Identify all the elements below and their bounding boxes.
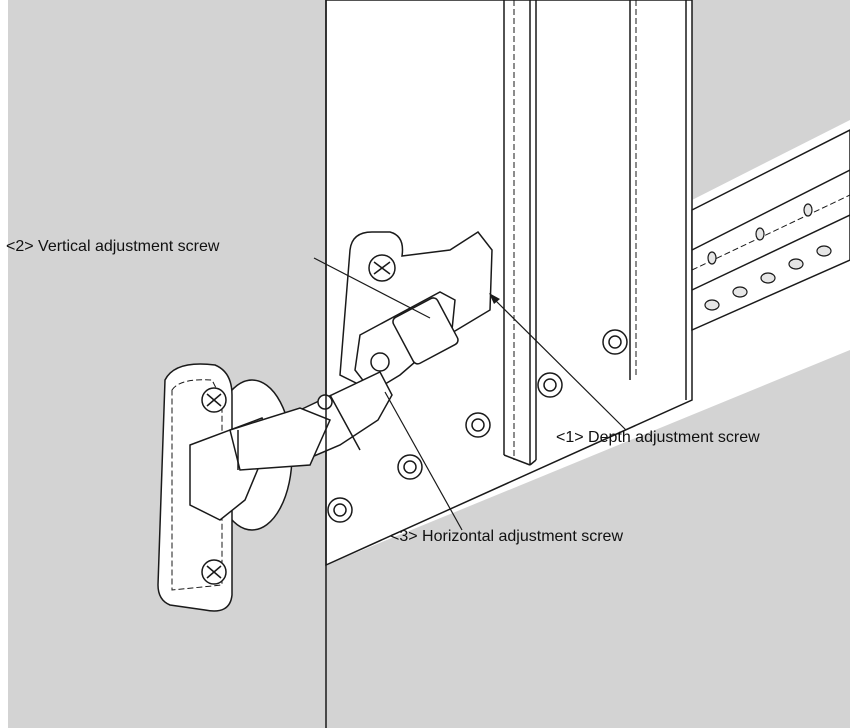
vertical-adjustment-screw-label: <2> Vertical adjustment screw — [6, 238, 220, 255]
horizontal-adjustment-screw-label: <3> Horizontal adjustment screw — [390, 528, 623, 545]
cabinet-frame-post — [503, 0, 687, 466]
depth-adjustment-screw-label: <1> Depth adjustment screw — [556, 429, 760, 446]
rail-slots — [704, 203, 832, 311]
depth-arrowhead — [489, 293, 500, 304]
shelf-rail — [691, 129, 850, 332]
hinge-door-plate — [157, 363, 332, 612]
right-back-panel — [692, 0, 850, 200]
cabinet-screws — [327, 329, 628, 523]
cabinet-floor-panel — [326, 350, 850, 728]
left-door-panel — [8, 0, 326, 728]
leader-lines — [313, 257, 627, 531]
